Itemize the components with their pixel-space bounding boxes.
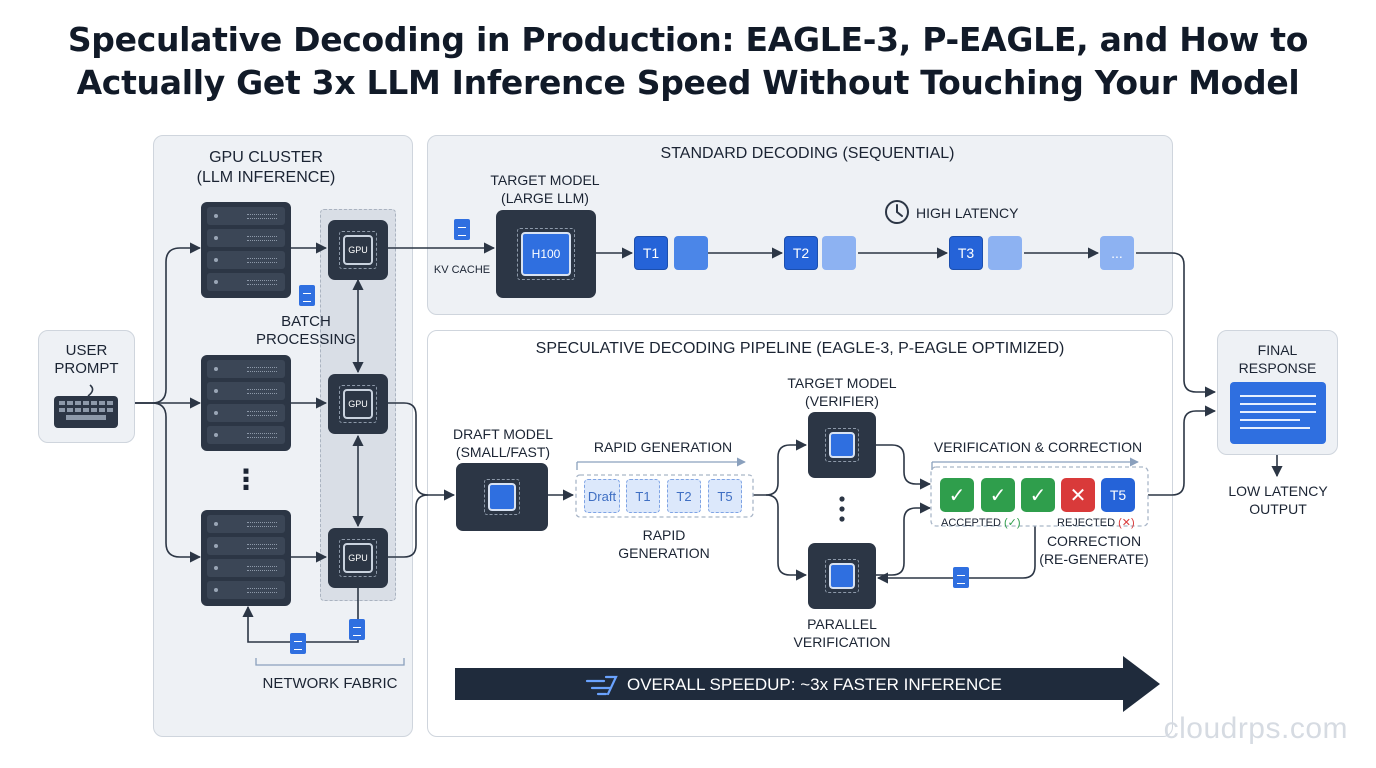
user-prompt-line-2: PROMPT [54,360,119,377]
standard-token-t2: T2 [784,236,818,270]
parallel-verification-line-2: VERIFICATION [793,634,891,650]
standard-token-t3: T3 [949,236,983,270]
gpu-chip-1: GPU [328,220,388,280]
standard-token-t1: T1 [634,236,668,270]
rapid-generation-below-line-2: GENERATION [618,545,710,561]
server-rack-3 [201,510,291,606]
standard-decoding-title: STANDARD DECODING (SEQUENTIAL) [660,145,955,162]
title-line-1: Speculative Decoding in Production: EAGL… [67,20,1309,59]
standard-token-ellipsis: ... [1100,236,1134,270]
low-latency-line-2: OUTPUT [1249,501,1307,517]
verifier-chip-2 [808,543,876,609]
rejected-text: REJECTED [1057,517,1116,529]
standard-token-slot-2 [822,236,856,270]
draft-token-draft: Draft [584,479,620,513]
server-rack-1 [201,202,291,298]
speed-lines-icon [585,675,618,696]
speculative-pipeline-title: SPECULATIVE DECODING PIPELINE (EAGLE-3, … [535,340,1065,357]
h100-chip: H100 [496,210,596,298]
gpu-chip-3-label: GPU [339,539,377,577]
network-document-icon-2 [349,619,365,640]
correction-document-icon [953,567,969,588]
verifier-chip-2-core [825,559,859,593]
speedup-banner-text: OVERALL SPEEDUP: ~3x FASTER INFERENCE [627,675,1002,694]
kv-cache-label: KV CACHE [433,264,491,276]
draft-token-t5: T5 [708,479,742,513]
batch-document-icon [299,285,315,306]
accepted-text: ACCEPTED [941,517,1001,529]
rapid-generation-label: RAPID GENERATION [593,439,733,455]
server-rack-2 [201,355,291,451]
accepted-token-1: ✓ [940,478,974,512]
verifier-chip-1-core [825,428,859,462]
user-prompt-line-1: USER [65,342,108,359]
rapid-generation-below-label: RAPID GENERATION [590,526,738,562]
accepted-token-3: ✓ [1021,478,1055,512]
rejected-mark: (✕) [1118,517,1135,529]
gpu-cluster-title: GPU CLUSTER (LLM INFERENCE) [153,148,379,188]
correction-line-2: (RE-GENERATE) [1039,551,1149,567]
accepted-token-2: ✓ [981,478,1015,512]
verifier-chip-1 [808,412,876,478]
final-response-document-icon [1230,382,1326,444]
standard-token-slot-1 [674,236,708,270]
parallel-verification-line-1: PARALLEL [807,616,877,632]
clock-icon [885,200,909,224]
standard-token-slot-3 [988,236,1022,270]
accepted-label: ACCEPTED (✓) [941,517,1021,530]
draft-token-t1: T1 [626,479,660,513]
batch-processing-label: BATCH PROCESSING [250,313,362,349]
gpu-chip-2: GPU [328,374,388,434]
network-fabric-label: NETWORK FABRIC [262,675,398,692]
draft-model-label: DRAFT MODEL (SMALL/FAST) [438,425,568,461]
rapid-generation-below-line-1: RAPID [642,527,686,543]
target-model-large-line-1: TARGET MODEL [490,172,600,188]
low-latency-line-1: LOW LATENCY [1228,483,1328,499]
gpu-chip-2-label: GPU [339,385,377,423]
verification-correction-title: VERIFICATION & CORRECTION [933,439,1143,455]
user-prompt-label: USER PROMPT [38,342,135,378]
speedup-banner-arrow [455,656,1160,712]
rejected-token: ✕ [1061,478,1095,512]
batch-processing-line-1: BATCH [281,313,331,330]
title-line-2: Actually Get 3x LLM Inference Speed With… [76,63,1300,102]
server-ellipsis: ⋮ [232,464,260,495]
keyboard-icon [54,384,118,428]
final-response-line-2: RESPONSE [1238,360,1317,376]
verifier-model-line-2: (VERIFIER) [805,393,879,409]
correction-label: CORRECTION (RE-GENERATE) [1030,532,1158,568]
accepted-mark: (✓) [1003,517,1021,529]
draft-model-line-1: DRAFT MODEL [452,426,554,442]
final-response-label: FINAL RESPONSE [1217,341,1338,377]
draft-token-t2: T2 [667,479,701,513]
page-title: Speculative Decoding in Production: EAGL… [0,18,1376,104]
kv-cache-document-icon [454,219,470,240]
target-model-large-label: TARGET MODEL (LARGE LLM) [475,171,615,207]
low-latency-output-label: LOW LATENCY OUTPUT [1213,482,1343,518]
batch-processing-line-2: PROCESSING [255,331,357,348]
target-model-large-line-2: (LARGE LLM) [501,190,589,206]
verifier-model-line-1: TARGET MODEL [787,375,897,391]
draft-model-chip [456,463,548,531]
correction-line-1: CORRECTION [1046,533,1142,549]
draft-model-core [484,479,520,515]
high-latency-label: HIGH LATENCY [916,205,1019,221]
corrected-token-t5: T5 [1101,478,1135,512]
verifier-model-label: TARGET MODEL (VERIFIER) [772,374,912,410]
gpu-chip-3: GPU [328,528,388,588]
h100-chip-label: H100 [517,228,575,280]
gpu-chip-1-label: GPU [339,231,377,269]
network-document-icon-1 [290,633,306,654]
watermark: cloudrps.com [1163,712,1348,745]
final-response-line-1: FINAL [1257,342,1298,358]
gpu-cluster-title-line-2: (LLM INFERENCE) [196,169,336,186]
gpu-cluster-title-line-1: GPU CLUSTER [209,149,323,166]
rejected-label: REJECTED (✕) [1057,517,1135,530]
parallel-verification-label: PARALLEL VERIFICATION [772,615,912,651]
draft-model-line-2: (SMALL/FAST) [455,444,551,460]
